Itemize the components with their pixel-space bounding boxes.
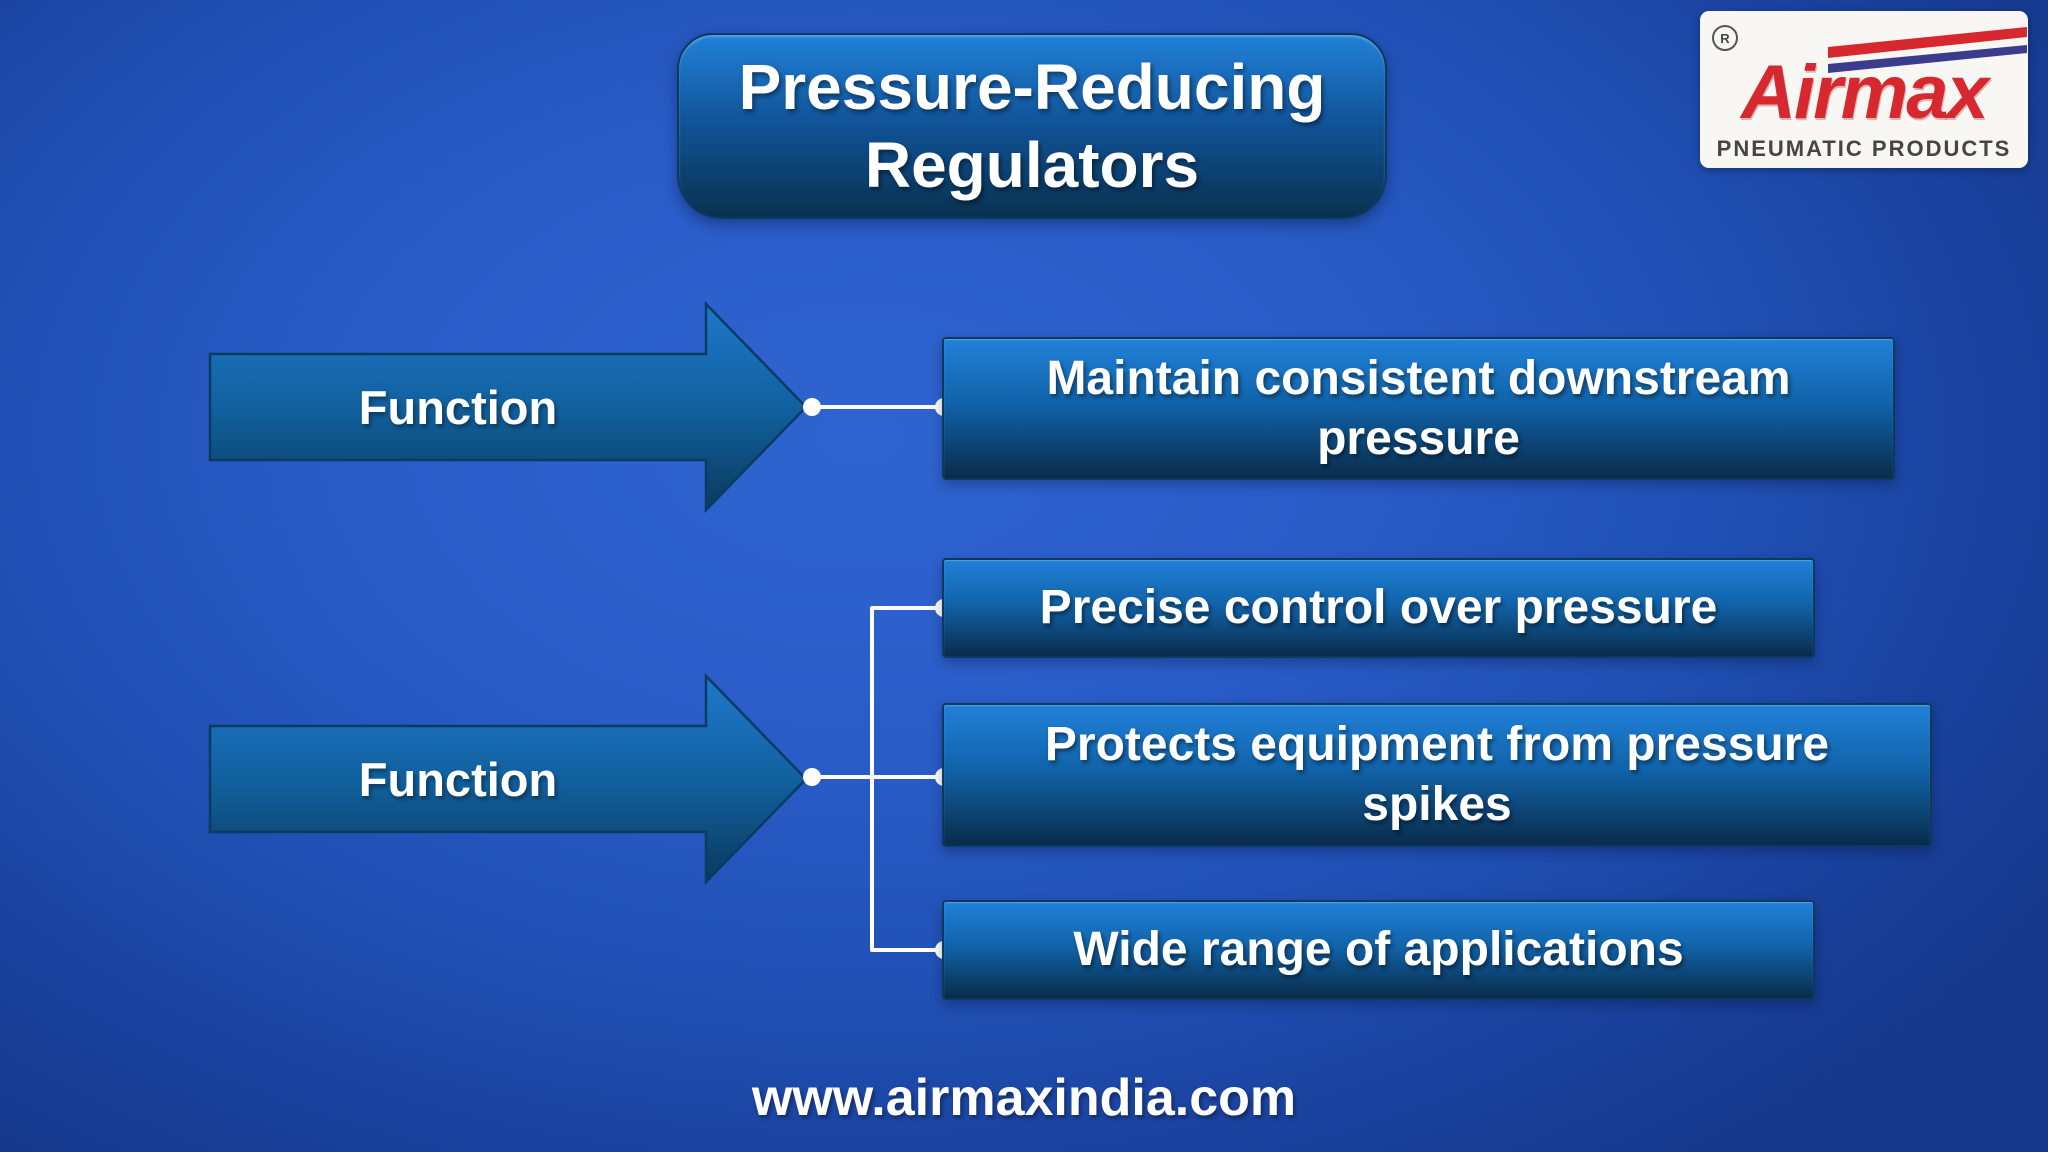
connector-dot-arrow2 — [803, 768, 821, 786]
function-label-1: Function — [358, 380, 558, 434]
website-url: www.airmaxindia.com — [751, 1069, 1297, 1127]
logo-brand: Airmax — [1741, 50, 1989, 135]
benefit-box-maintain-pressure: Maintain consistent downstream pressure — [942, 337, 1895, 480]
registered-trademark-icon: R — [1712, 25, 1738, 51]
function-arrow-2 — [208, 672, 808, 886]
function-arrow-1 — [208, 300, 808, 514]
benefit-box-wide-range: Wide range of applications — [942, 900, 1815, 1000]
function-label-2: Function — [358, 752, 558, 806]
logo: R Airmax PNEUMATIC PRODUCTS — [1700, 11, 2028, 168]
connector-branch — [870, 606, 944, 952]
connector-dot-arrow1 — [803, 398, 821, 416]
logo-stripes — [1828, 27, 2027, 73]
benefit-box-protects-equipment: Protects equipment from pressure spikes — [942, 703, 1932, 847]
title-line-1: Pressure-Reducing — [738, 51, 1326, 123]
benefit-box-precise-control: Precise control over pressure — [942, 558, 1815, 658]
logo-stripe-navy-icon — [1828, 45, 2027, 73]
logo-stripe-red-icon — [1828, 27, 2027, 58]
title-box: Pressure-Reducing Regulators — [677, 33, 1387, 219]
logo-tagline: PNEUMATIC PRODUCTS — [1716, 136, 2012, 161]
title-line-2: Regulators — [864, 129, 1200, 201]
